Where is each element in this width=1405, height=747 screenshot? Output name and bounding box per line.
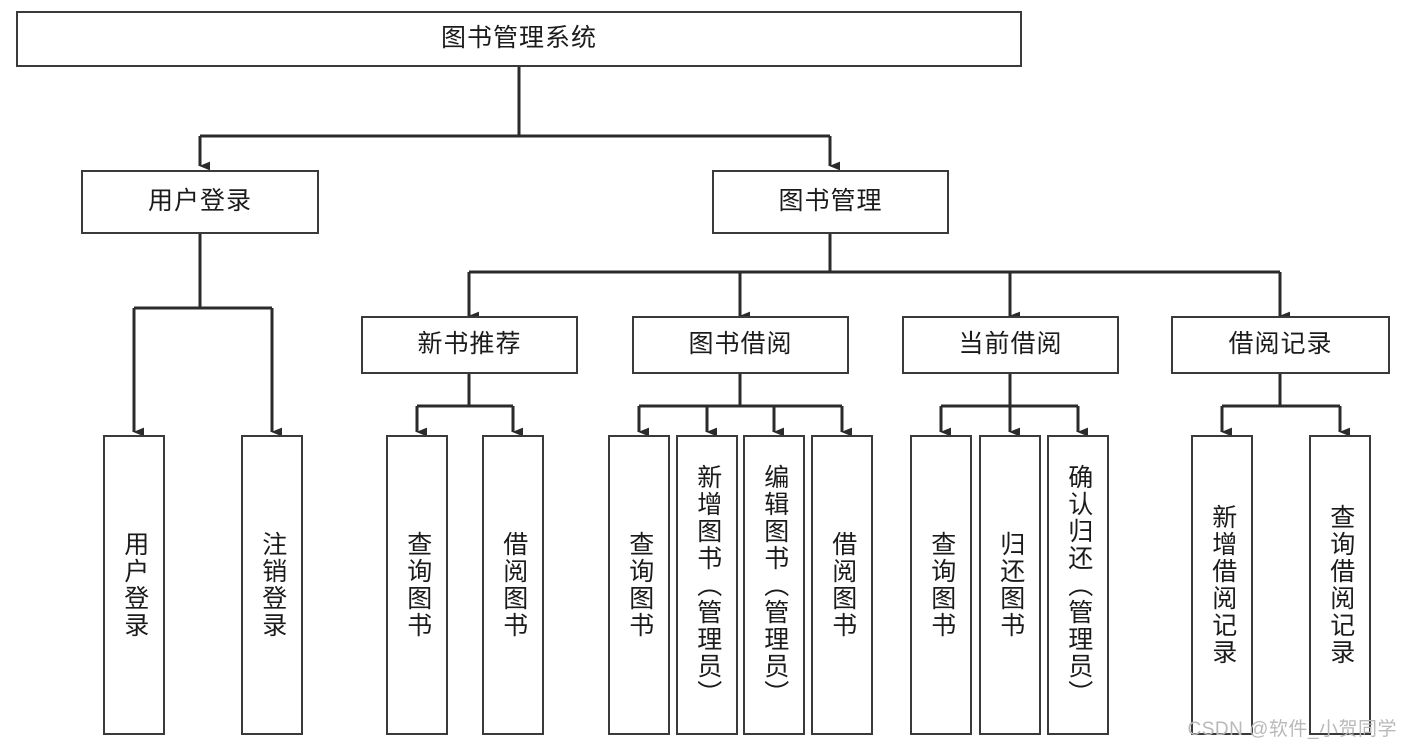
node-leaf-borrow-book-2[interactable]: 借阅图书 bbox=[811, 435, 873, 735]
node-book-management[interactable]: 图书管理 bbox=[712, 170, 949, 234]
node-label: 查询图书 bbox=[403, 531, 432, 639]
node-label: 新书推荐 bbox=[417, 330, 522, 359]
node-book-borrow[interactable]: 图书借阅 bbox=[632, 316, 849, 374]
node-label: 图书管理系统 bbox=[440, 24, 597, 53]
node-leaf-query-book-1[interactable]: 查询图书 bbox=[386, 435, 448, 735]
node-label: 确认归还（管理员） bbox=[1064, 463, 1093, 707]
node-leaf-add-borrow-record[interactable]: 新增借阅记录 bbox=[1191, 435, 1253, 735]
node-label: 借阅图书 bbox=[499, 531, 528, 639]
node-label: 编辑图书（管理员） bbox=[760, 463, 789, 707]
node-label: 用户登录 bbox=[120, 531, 149, 639]
node-leaf-add-book[interactable]: 新增图书（管理员） bbox=[676, 435, 738, 735]
node-label: 归还图书 bbox=[996, 531, 1025, 639]
node-leaf-query-borrow-record[interactable]: 查询借阅记录 bbox=[1309, 435, 1371, 735]
node-new-book-recommend[interactable]: 新书推荐 bbox=[361, 316, 578, 374]
node-user-login[interactable]: 用户登录 bbox=[81, 170, 319, 234]
node-leaf-user-login[interactable]: 用户登录 bbox=[103, 435, 165, 735]
node-label: 图书借阅 bbox=[688, 330, 793, 359]
node-leaf-user-logout[interactable]: 注销登录 bbox=[241, 435, 303, 735]
node-label: 查询图书 bbox=[625, 531, 654, 639]
node-leaf-query-book-2[interactable]: 查询图书 bbox=[608, 435, 670, 735]
node-label: 当前借阅 bbox=[958, 330, 1063, 359]
node-label: 新增图书（管理员） bbox=[693, 463, 722, 707]
node-label: 新增借阅记录 bbox=[1208, 504, 1237, 666]
node-label: 借阅图书 bbox=[828, 531, 857, 639]
node-leaf-edit-book[interactable]: 编辑图书（管理员） bbox=[743, 435, 805, 735]
node-label: 图书管理 bbox=[778, 187, 883, 216]
node-leaf-borrow-book-1[interactable]: 借阅图书 bbox=[482, 435, 544, 735]
node-label: 查询借阅记录 bbox=[1326, 504, 1355, 666]
node-label: 注销登录 bbox=[258, 531, 287, 639]
node-label: 借阅记录 bbox=[1228, 330, 1333, 359]
node-current-borrow[interactable]: 当前借阅 bbox=[902, 316, 1119, 374]
node-root-book-management-system[interactable]: 图书管理系统 bbox=[16, 11, 1022, 67]
watermark-text: CSDN @软件_小贺同学 bbox=[1187, 719, 1397, 740]
node-label: 查询图书 bbox=[927, 531, 956, 639]
node-label: 用户登录 bbox=[147, 187, 252, 216]
node-leaf-query-book-3[interactable]: 查询图书 bbox=[910, 435, 972, 735]
node-borrow-record[interactable]: 借阅记录 bbox=[1171, 316, 1390, 374]
node-leaf-return-book[interactable]: 归还图书 bbox=[979, 435, 1041, 735]
node-leaf-confirm-return[interactable]: 确认归还（管理员） bbox=[1047, 435, 1109, 735]
